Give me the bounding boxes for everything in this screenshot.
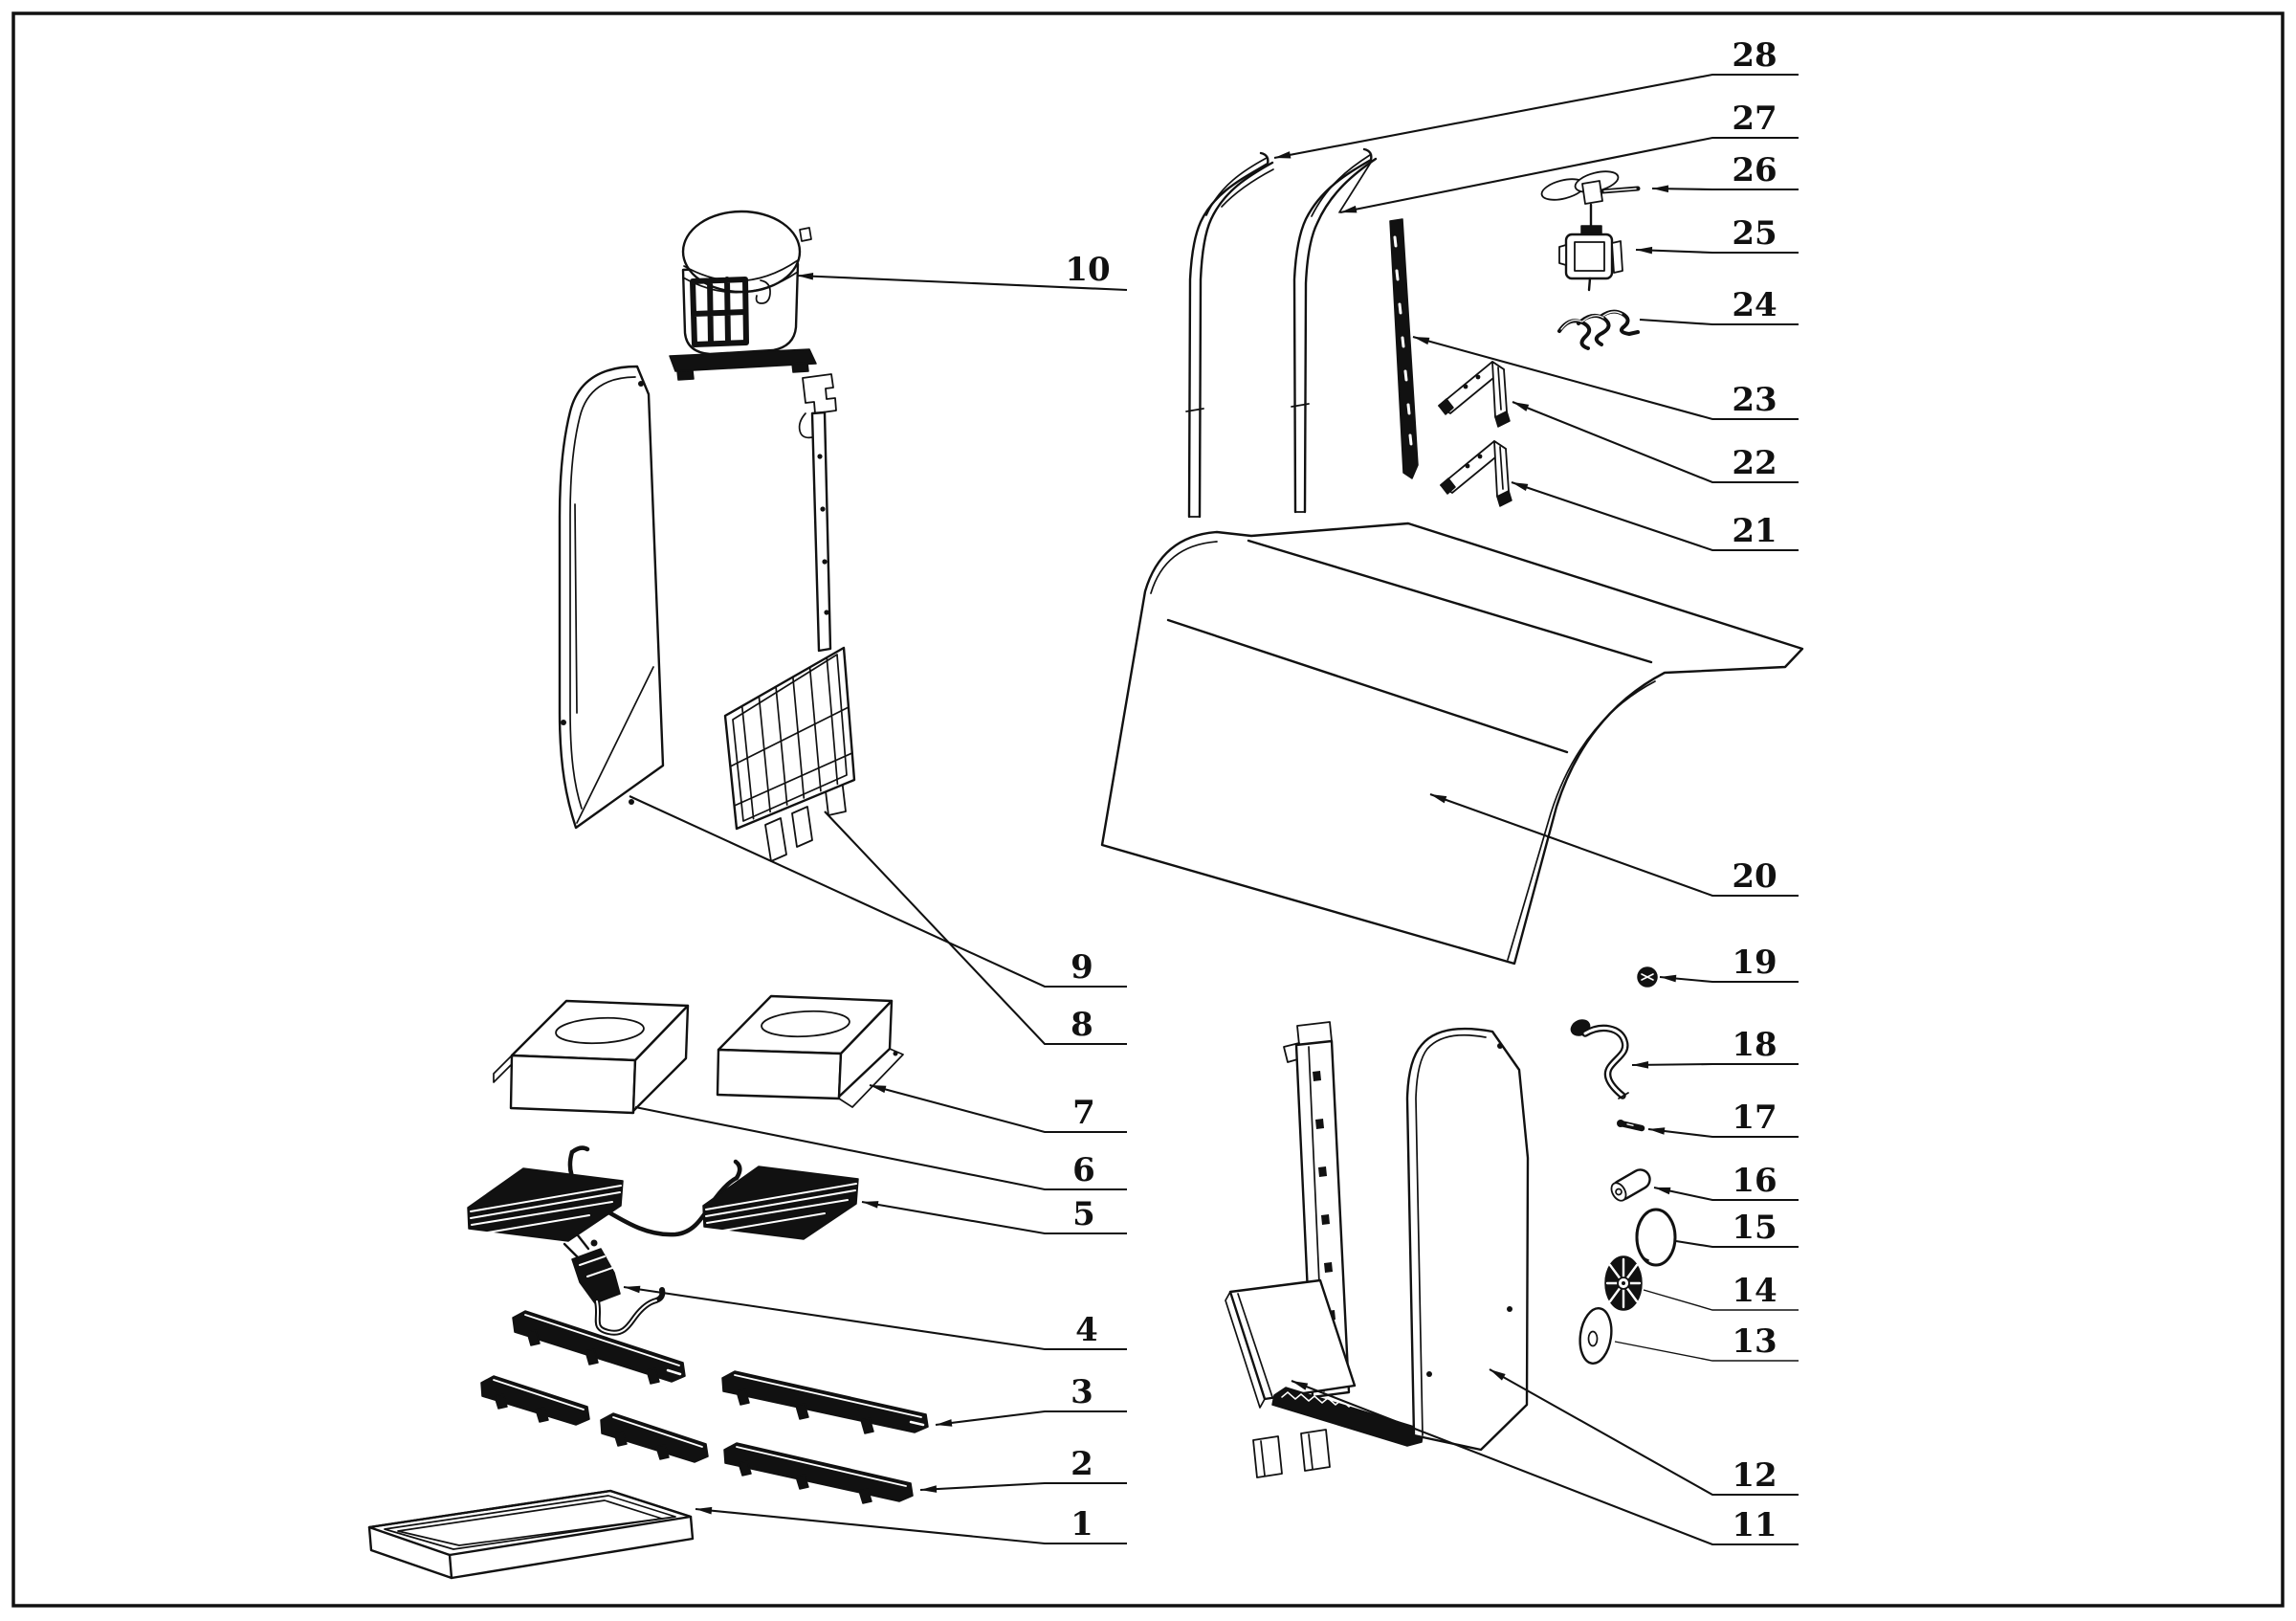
part-impeller	[1604, 1255, 1643, 1311]
part-bracket-lower	[1440, 440, 1512, 507]
callout-11-number: 11	[1732, 1506, 1777, 1544]
callout-25-number: 25	[1732, 214, 1777, 253]
part-tube-left	[1185, 151, 1274, 519]
callout-12-number: 12	[1732, 1456, 1777, 1495]
part-compressor	[669, 210, 817, 381]
callout-11: 11	[1291, 1380, 1799, 1546]
callout-25: 25	[1635, 214, 1799, 255]
callout-14: 14	[1643, 1272, 1799, 1311]
part-washer	[1578, 1306, 1613, 1366]
callout-10: 10	[796, 251, 1128, 292]
callout-14-number: 14	[1732, 1272, 1777, 1310]
callout-23: 23	[1412, 335, 1799, 421]
callout-9-number: 9	[1071, 948, 1093, 987]
callout-4: 4	[623, 1285, 1127, 1351]
part-drip-tray	[367, 1489, 695, 1580]
callout-17-number: 17	[1732, 1099, 1777, 1137]
part-shelf-rails	[480, 1310, 929, 1504]
callout-26: 26	[1651, 151, 1799, 193]
callout-4-number: 4	[1075, 1311, 1098, 1349]
part-condenser-cover	[1100, 522, 1804, 966]
callout-15-number: 15	[1732, 1209, 1777, 1247]
callout-23-number: 23	[1732, 381, 1777, 419]
callout-28-number: 28	[1732, 36, 1777, 75]
callout-24: 24	[1639, 286, 1799, 326]
callout-8: 8	[824, 810, 1127, 1046]
part-fan-motor	[1558, 203, 1623, 292]
part-support-frame	[1225, 1021, 1424, 1478]
part-tube-right	[1291, 147, 1378, 514]
callout-13-number: 13	[1732, 1322, 1777, 1361]
part-evaporator-frame	[723, 373, 856, 862]
part-roller	[1610, 1168, 1651, 1202]
part-pin	[1617, 1120, 1645, 1132]
part-partition-panel	[1405, 1027, 1530, 1452]
callout-16: 16	[1653, 1162, 1799, 1202]
callout-13: 13	[1614, 1322, 1799, 1362]
part-fan-blade	[1540, 170, 1641, 205]
callout-15: 15	[1675, 1209, 1799, 1249]
callout-12: 12	[1489, 1368, 1799, 1497]
callout-3-number: 3	[1071, 1373, 1093, 1411]
callout-21: 21	[1511, 481, 1799, 552]
part-fan-housing-right	[716, 994, 904, 1108]
callout-20: 20	[1429, 793, 1799, 898]
callout-28: 28	[1273, 36, 1799, 160]
callout-6: 6	[634, 1105, 1127, 1191]
part-power-cord	[563, 1233, 666, 1336]
callout-7-number: 7	[1072, 1094, 1095, 1132]
part-grommet	[1637, 966, 1658, 988]
callout-18: 18	[1631, 1026, 1799, 1069]
callout-27: 27	[1339, 100, 1799, 214]
part-wire-harness	[1557, 309, 1640, 350]
callout-10-number: 10	[1065, 251, 1110, 289]
callout-2: 2	[919, 1445, 1127, 1493]
callout-5-number: 5	[1072, 1195, 1095, 1233]
callout-17: 17	[1647, 1099, 1799, 1139]
callout-1: 1	[695, 1505, 1127, 1545]
callout-6-number: 6	[1072, 1151, 1095, 1189]
part-slotted-strip	[1389, 218, 1419, 479]
callout-18-number: 18	[1732, 1026, 1777, 1064]
callout-16-number: 16	[1732, 1162, 1777, 1200]
part-back-panel	[558, 365, 665, 830]
callouts: 1 2 3 4 5 6 7 8	[623, 36, 1799, 1546]
callout-1-number: 1	[1071, 1505, 1093, 1543]
callout-27-number: 27	[1732, 100, 1777, 138]
callout-9: 9	[629, 795, 1127, 988]
callout-19-number: 19	[1732, 944, 1777, 982]
part-bracket-upper	[1438, 361, 1511, 428]
callout-5: 5	[861, 1195, 1127, 1235]
callout-21-number: 21	[1732, 512, 1777, 550]
callout-19: 19	[1659, 944, 1799, 984]
callout-24-number: 24	[1732, 286, 1777, 324]
callout-7: 7	[869, 1083, 1127, 1134]
callout-8-number: 8	[1071, 1006, 1093, 1044]
part-bezel-ring	[1635, 1208, 1677, 1267]
callout-22-number: 22	[1732, 444, 1777, 482]
callout-2-number: 2	[1071, 1445, 1093, 1483]
part-drain-tube	[1570, 1019, 1629, 1099]
part-fan-housing-left	[493, 999, 690, 1115]
callout-20-number: 20	[1732, 857, 1777, 896]
part-condenser-coils	[467, 1145, 859, 1242]
callout-26-number: 26	[1732, 151, 1777, 189]
callout-22: 22	[1512, 401, 1799, 484]
callout-3: 3	[935, 1373, 1127, 1427]
